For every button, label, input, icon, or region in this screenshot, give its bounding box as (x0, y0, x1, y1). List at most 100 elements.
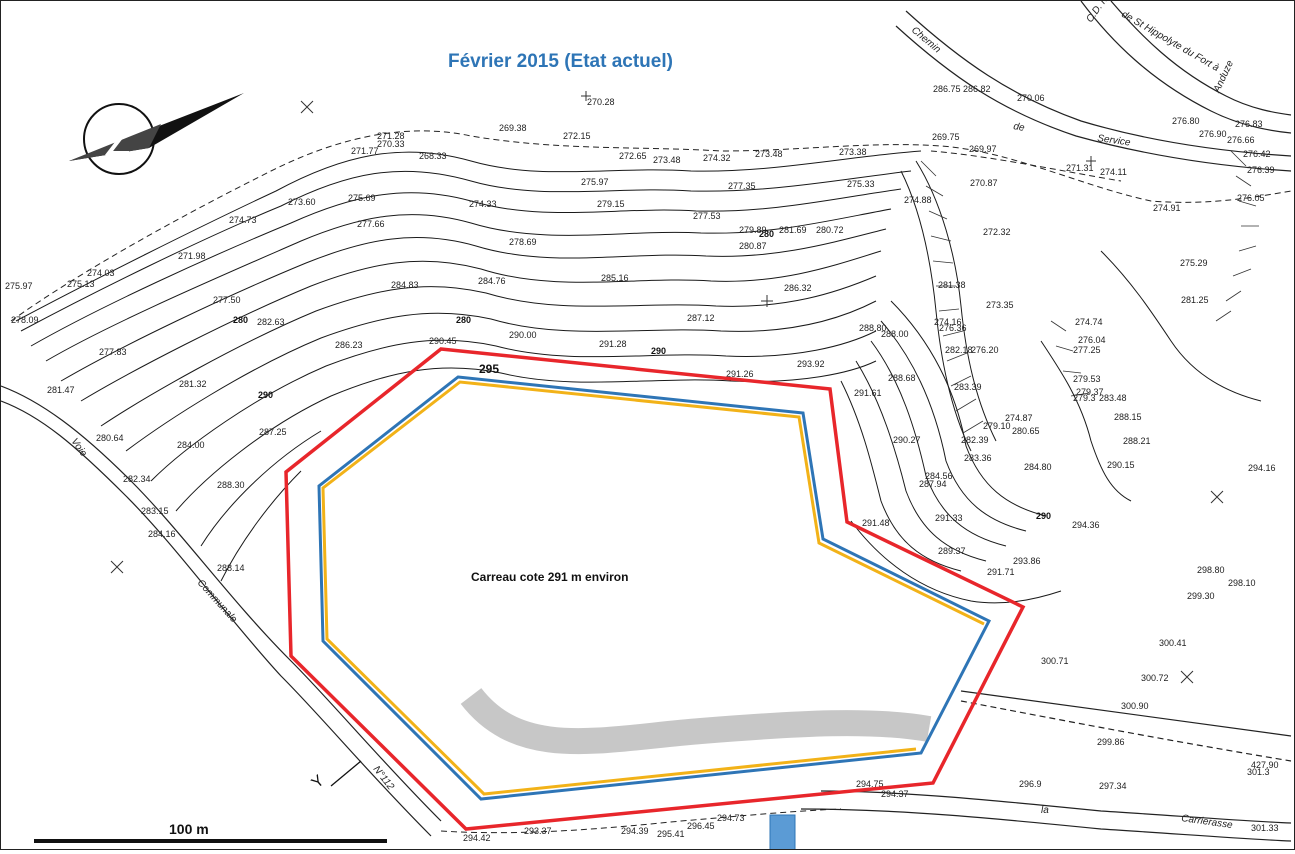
road-voie-communale-lower (0, 400, 432, 837)
spot-elevation: 300.90 (1121, 701, 1149, 711)
spot-elevation: 283.39 (954, 382, 982, 392)
spot-elevation: 298.10 (1228, 578, 1256, 588)
contour-label: 290 (1036, 511, 1051, 521)
spot-elevation: 275.29 (1180, 258, 1208, 268)
spot-elevation: 294.42 (463, 833, 491, 843)
spot-elevation: 287.94 (919, 479, 947, 489)
road-chemin-de-service-upper (905, 10, 1292, 157)
spot-elevation: 286.32 (784, 283, 812, 293)
spot-elevation: 290.45 (429, 336, 457, 346)
road-label-hippolyte: de St Hippolyte du Fort à (1120, 9, 1222, 74)
spot-elevation: 283.36 (964, 453, 992, 463)
dashed-lower-edge (440, 808, 842, 834)
survey-cross (1210, 490, 1224, 504)
spot-elevation: 270.28 (587, 97, 615, 107)
spot-elevation: 298.80 (1197, 565, 1225, 575)
spot-elevation: 282.63 (257, 317, 285, 327)
spot-elevation: 301.33 (1251, 823, 1279, 833)
blue-marker (769, 814, 796, 852)
spot-elevation: 277.25 (1073, 345, 1101, 355)
svg-text:Y: Y (309, 772, 328, 792)
road-cd133-right (1110, 0, 1292, 116)
spot-elevation: 299.30 (1187, 591, 1215, 601)
inner-boundary-blue (317, 375, 992, 801)
spot-elevation: 301.3 (1247, 767, 1270, 777)
spot-elevation: 276.39 (1247, 165, 1275, 175)
spot-elevation: 291.33 (935, 513, 963, 523)
spot-elevation: 270.33 (377, 139, 405, 149)
scale-bar: 100 m (34, 821, 387, 843)
spot-elevation: 286.23 (335, 340, 363, 350)
spot-elevation: 279.37 (1076, 387, 1104, 397)
spot-elevation: 274.32 (703, 153, 731, 163)
spot-elevation: 280.64 (96, 433, 124, 443)
spot-elevation: 275.97 (581, 177, 609, 187)
spot-elevation: 273.60 (288, 197, 316, 207)
contour-label: 280 (759, 229, 774, 239)
contour-label: 280 (233, 315, 248, 325)
spot-elevation: 268.33 (419, 151, 447, 161)
road-label-carrierasse: Carrierasse (1181, 813, 1234, 831)
contour-lines (15, 150, 1262, 604)
spot-elevation: 276.42 (1243, 149, 1271, 159)
spot-elevation: 271.28 (377, 131, 405, 141)
road-lower-right-2 (960, 690, 1292, 737)
spot-elevation: 276.90 (1199, 129, 1227, 139)
spot-elevation: 300.72 (1141, 673, 1169, 683)
spot-elevation: 279.3 (1073, 393, 1096, 403)
level-295-label: 295 (479, 362, 499, 376)
spot-elevation: 275.97 (5, 281, 33, 291)
spot-elevation: 284.56 (925, 471, 953, 481)
spot-elevation: 272.15 (563, 131, 591, 141)
survey-cross (300, 100, 314, 114)
spot-elevation: 284.16 (148, 529, 176, 539)
spot-elevation: 288.68 (888, 373, 916, 383)
spot-elevation: 276.04 (1078, 335, 1106, 345)
road-cd133-left (1080, 0, 1292, 134)
road-label-service: Service (1097, 133, 1132, 149)
spot-elevation: 277.53 (693, 211, 721, 221)
spot-elevation: 294.73 (717, 813, 745, 823)
spot-elevation: 283.48 (1099, 393, 1127, 403)
spot-elevation: 277.50 (213, 295, 241, 305)
spot-elevation: 279.10 (983, 421, 1011, 431)
spot-elevation: 273.35 (986, 300, 1014, 310)
spot-elevation: 274.73 (229, 215, 257, 225)
spot-elevation: 300.41 (1159, 638, 1187, 648)
spot-elevation: 291.28 (599, 339, 627, 349)
spot-elevation: 280.65 (1012, 426, 1040, 436)
spot-elevation: 281.25 (1181, 295, 1209, 305)
spot-elevation: 275.13 (67, 279, 95, 289)
road-label-cd133: C.D. n°133 (1084, 1, 1121, 25)
spot-elevation: 284.76 (478, 276, 506, 286)
spot-elevation: 296.9 (1019, 779, 1042, 789)
road-carrierasse-upper (820, 790, 1292, 824)
spot-elevation: 286.75 (933, 84, 961, 94)
spot-elevation: 269.75 (932, 132, 960, 142)
spot-elevation: 291.61 (854, 388, 882, 398)
spot-elevation: 274.33 (469, 199, 497, 209)
road-labels: Chemin de Service C.D. n°133 de St Hippo… (69, 0, 1237, 831)
road-label-chemin: Chemin (909, 25, 943, 56)
spot-elevation: 279.89 (739, 225, 767, 235)
spot-elevation: 288.15 (1114, 412, 1142, 422)
survey-cross (1180, 670, 1194, 684)
spot-elevation: 280.72 (816, 225, 844, 235)
spot-elevation: 276.36 (939, 323, 967, 333)
contour-label: 290 (651, 346, 666, 356)
spot-elevation: 277.35 (728, 181, 756, 191)
spot-elevation: 297.34 (1099, 781, 1127, 791)
road-carrierasse-lower (800, 808, 1292, 842)
spot-elevation: 274.88 (904, 195, 932, 205)
survey-cross (1086, 156, 1096, 166)
spot-elevation: 276.20 (971, 345, 999, 355)
spot-elevation: 274.74 (1075, 317, 1103, 327)
y-marker: Y (309, 760, 362, 792)
spot-elevation: 290.00 (509, 330, 537, 340)
spot-elevation: 279.15 (597, 199, 625, 209)
spot-elevation: 280.87 (739, 241, 767, 251)
spot-elevation: 282.18 (945, 345, 973, 355)
road-label-n112: N°112 (371, 764, 397, 793)
north-arrow-icon (69, 93, 244, 175)
